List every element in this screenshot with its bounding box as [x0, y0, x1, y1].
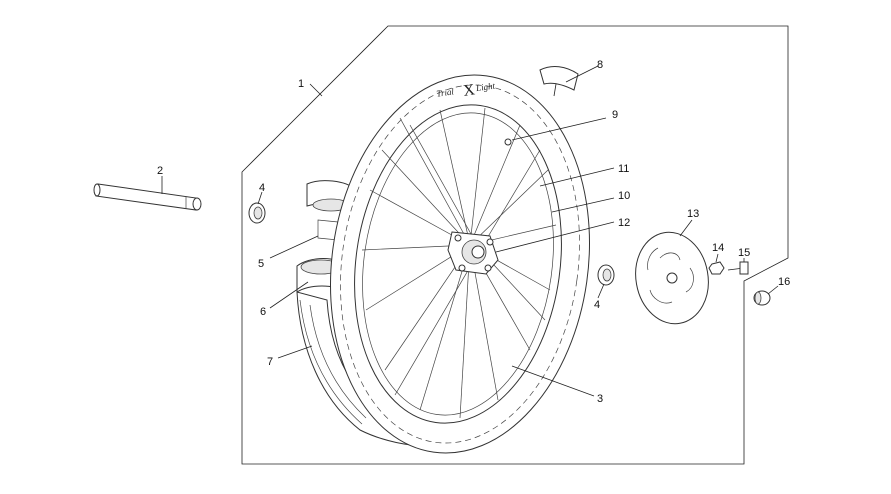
- wheel: [330, 74, 590, 454]
- callout-15: 15: [738, 247, 750, 259]
- bearing-left: [248, 202, 266, 224]
- tire-brand-text: Trial X Light: [436, 80, 496, 100]
- axle: [93, 183, 202, 211]
- callout-8: 8: [597, 59, 603, 71]
- callout-4-left: 4: [259, 182, 265, 194]
- spokes: [361, 107, 557, 419]
- callout-16: 16: [778, 276, 790, 288]
- screw: [727, 261, 749, 275]
- leader-lines: [161, 65, 779, 397]
- valve: [504, 138, 512, 146]
- callout-11: 11: [618, 163, 629, 175]
- callout-9: 9: [612, 109, 618, 121]
- callout-13: 13: [687, 208, 699, 220]
- assembly-frame: [241, 25, 789, 465]
- bearing-right: [597, 264, 615, 286]
- svg-text:Light: Light: [474, 80, 496, 93]
- callout-4-right: 4: [594, 299, 600, 311]
- callout-2: 2: [157, 165, 163, 177]
- callout-5: 5: [258, 258, 264, 270]
- spacer: [753, 290, 771, 306]
- svg-text:Trial: Trial: [436, 86, 455, 98]
- hub: [447, 231, 499, 275]
- callout-14: 14: [712, 242, 724, 254]
- callout-numbers: 1 2 3 4 4 5 6 7 8 9 10 11 12 13 14 15 16: [157, 59, 790, 405]
- callout-12: 12: [618, 217, 630, 229]
- callout-7: 7: [267, 356, 273, 368]
- svg-text:X: X: [462, 81, 476, 100]
- callout-6: 6: [260, 306, 266, 318]
- rim-lock: [539, 66, 579, 97]
- brake-disc: [635, 231, 709, 325]
- callout-1: 1: [298, 78, 304, 90]
- nut: [708, 261, 725, 275]
- tire-tread: [340, 84, 580, 444]
- callout-3: 3: [597, 393, 603, 405]
- callout-10: 10: [618, 190, 630, 202]
- rim-inner: [362, 112, 554, 416]
